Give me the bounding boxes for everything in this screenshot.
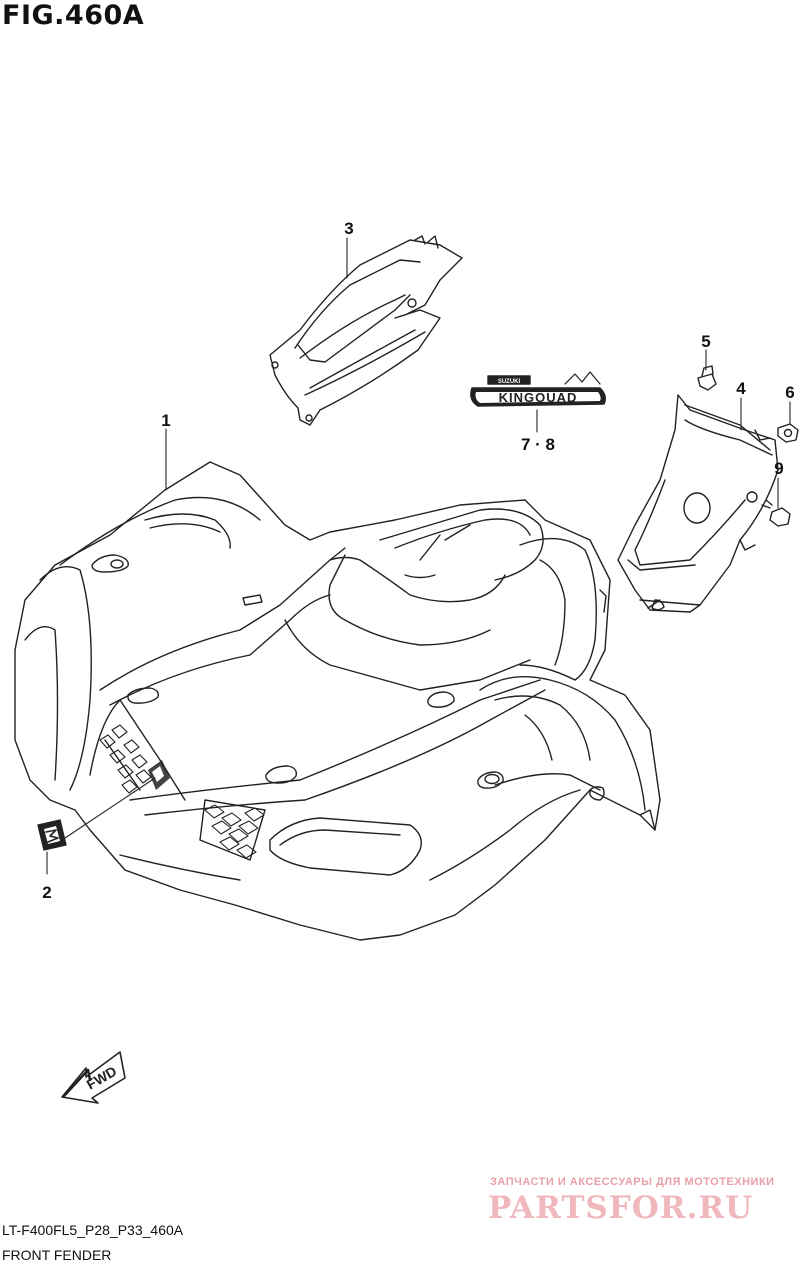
callout-6: 6 [785, 383, 794, 402]
bolt-part-9[interactable] [761, 499, 791, 527]
callout-5: 5 [701, 332, 710, 351]
callout-3: 3 [344, 219, 353, 238]
callout-9: 9 [774, 459, 783, 478]
kingquad-decal-part-7-8[interactable] [470, 371, 607, 407]
nut-part-6[interactable] [777, 423, 799, 443]
clip-part-5[interactable] [697, 365, 717, 391]
suzuki-emblem-part-2[interactable] [37, 819, 67, 851]
watermark-site: PARTSFOR.RU [488, 1190, 754, 1226]
forward-direction-arrow [61, 1051, 126, 1104]
side-panel-part-4[interactable] [599, 394, 779, 613]
front-fender-part-1[interactable] [14, 461, 661, 941]
figure-name: FRONT FENDER [2, 1247, 112, 1263]
decal-brand-text: SUZUKI [498, 379, 521, 385]
callout-2: 2 [42, 883, 51, 902]
figure-code: LT-F400FL5_P28_P33_460A [2, 1222, 184, 1238]
callout-7-8: 7 · 8 [521, 435, 555, 454]
upper-cover-part-3[interactable] [269, 235, 463, 426]
figure-title: FIG.460A [2, 0, 145, 31]
callout-4: 4 [736, 379, 746, 398]
leader-lines [46, 237, 791, 875]
decal-model-text: KINGQUAD [499, 390, 578, 405]
watermark-caption: ЗАПЧАСТИ И АКСЕССУАРЫ ДЛЯ МОТОТЕХНИКИ [490, 1176, 775, 1188]
callout-1: 1 [161, 411, 170, 430]
